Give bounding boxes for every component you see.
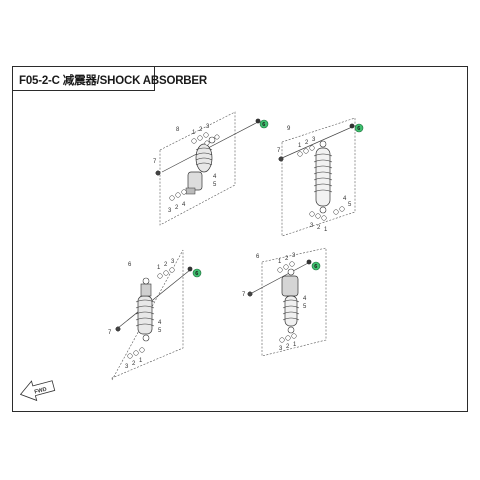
part-label-top-left: 8 (176, 127, 180, 133)
callout-badge-bottom-right (311, 261, 321, 271)
top-number-1-top-right: 1 (298, 143, 302, 149)
shock-body-top-right (313, 140, 333, 214)
bottom-number-1-bottom-left: 3 (125, 364, 129, 370)
top-number-1-bottom-left: 1 (157, 265, 161, 271)
top-washers-bottom-right (277, 261, 295, 273)
bottom-number-3-top-right: 1 (324, 227, 328, 233)
top-number-1-bottom-right: 1 (278, 259, 282, 265)
bolt-top-left (155, 170, 161, 176)
assembly-top-right: 6 9 7 1 2 3 4 5 3 2 1 (277, 117, 364, 237)
bottom-number-2-top-left: 2 (175, 205, 179, 211)
bottom-number-3-bottom-left: 1 (139, 358, 143, 364)
assembly-bottom-right: 6 6 7 1 2 3 4 5 3 2 1 (242, 247, 327, 357)
bottom-number-2-bottom-right: 2 (286, 344, 290, 350)
callout-badge-top-left (259, 119, 269, 129)
part-label-bottom-right: 6 (256, 254, 260, 260)
front-arrow-label: FWD (34, 387, 48, 396)
top-number-2-bottom-left: 2 (164, 262, 168, 268)
front-arrow-icon: FWD (19, 380, 56, 402)
top-number-3-bottom-left: 3 (171, 259, 175, 265)
top-number-3-bottom-right: 3 (292, 253, 296, 259)
bolt-label-top-left: 7 (153, 159, 157, 165)
top-number-3-top-left: 3 (206, 124, 210, 130)
callout-text-bottom-left: 6 (195, 271, 198, 277)
right-number-1-bottom-left: 4 (158, 320, 162, 326)
bolt-label-bottom-left: 7 (108, 330, 112, 336)
nut-bottom-left (187, 266, 193, 272)
top-number-2-top-right: 2 (305, 140, 309, 146)
bottom-washers-top-right (309, 206, 345, 221)
bolt-bottom-left (115, 326, 121, 332)
bottom-number-1-top-right: 3 (310, 223, 314, 229)
assembly-bottom-left: 6 6 7 1 2 3 4 5 3 2 1 (108, 249, 202, 381)
top-number-2-top-left: 2 (199, 127, 203, 133)
right-number-1-bottom-right: 4 (303, 296, 307, 302)
bottom-number-3-bottom-right: 1 (293, 342, 297, 348)
top-washers-top-right (297, 145, 315, 157)
right-number-2-top-right: 5 (348, 202, 352, 208)
top-number-2-bottom-right: 2 (285, 256, 289, 262)
callout-text-bottom-right: 6 (314, 264, 317, 270)
bolt-label-bottom-right: 7 (242, 292, 246, 298)
top-number-3-top-right: 3 (312, 137, 316, 143)
assembly-top-left: 6 8 7 1 2 3 4 5 3 2 4 (153, 111, 269, 226)
nut-top-left (255, 118, 261, 124)
callout-badge-top-right (354, 123, 364, 133)
top-washers-bottom-left (157, 267, 175, 279)
title-box: F05-2-C 减震器/SHOCK ABSORBER (13, 67, 207, 91)
bolt-top-right (278, 156, 284, 162)
drawing-sheet: F05-2-C 减震器/SHOCK ABSORBER (12, 66, 468, 412)
right-number-1-top-left: 4 (213, 174, 217, 180)
callout-text-top-right: 6 (357, 126, 360, 132)
bolt-bottom-right (247, 291, 253, 297)
shock-body-top-left (185, 134, 220, 195)
bottom-number-1-bottom-right: 3 (279, 346, 283, 352)
part-label-top-right: 9 (287, 126, 291, 132)
nut-top-right (349, 123, 355, 129)
bottom-number-3-top-left: 4 (182, 202, 186, 208)
bolt-label-top-right: 7 (277, 148, 281, 154)
bottom-number-1-top-left: 3 (168, 208, 172, 214)
callout-badge-bottom-left (192, 268, 202, 278)
bottom-washers-bottom-right (279, 333, 297, 343)
right-number-1-top-right: 4 (343, 196, 347, 202)
top-washers-top-left (191, 132, 209, 144)
top-number-1-top-left: 1 (192, 130, 196, 136)
bottom-washers-top-left (169, 189, 187, 201)
bottom-washers-bottom-left (127, 347, 145, 359)
part-label-bottom-left: 6 (128, 262, 132, 268)
shock-body-bottom-left (135, 277, 155, 342)
page-title: F05-2-C 减震器/SHOCK ABSORBER (19, 75, 207, 87)
right-number-2-bottom-right: 5 (303, 304, 307, 310)
bottom-number-2-top-right: 2 (317, 225, 321, 231)
shock-body-bottom-right (281, 268, 300, 334)
right-number-2-bottom-left: 5 (158, 328, 162, 334)
right-number-2-top-left: 5 (213, 182, 217, 188)
bottom-number-2-bottom-left: 2 (132, 361, 136, 367)
callout-text-top-left: 6 (262, 122, 265, 128)
nut-bottom-right (306, 259, 312, 265)
